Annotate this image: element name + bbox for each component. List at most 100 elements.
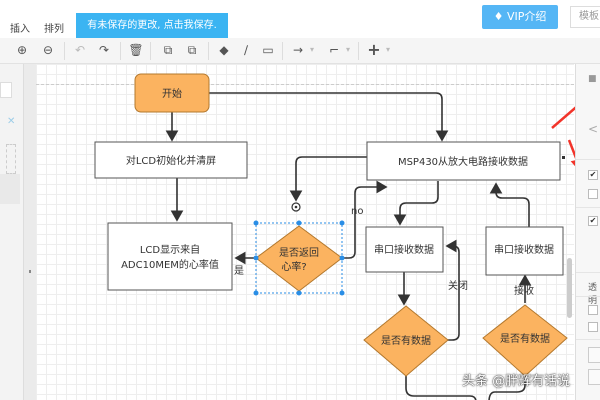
- to-back-icon[interactable]: ⧉: [187, 43, 197, 57]
- toolbar-divider: [208, 42, 209, 60]
- insert-icon[interactable]: +: [367, 40, 381, 59]
- line-color-icon[interactable]: ∕: [243, 43, 249, 57]
- shadow-icon[interactable]: ▭: [262, 43, 274, 57]
- chevron-down-icon[interactable]: ▾: [345, 45, 350, 54]
- edge-bottom-left: [405, 376, 477, 400]
- resize-handle: [339, 290, 345, 296]
- canvas-scrollbar[interactable]: [567, 258, 572, 318]
- has-data-left-label: 是否有数据: [381, 334, 431, 347]
- has-data-right-node[interactable]: [482, 304, 568, 377]
- init-lcd-node[interactable]: [94, 141, 248, 179]
- opacity-label: 透明: [588, 283, 598, 306]
- decision-return-label-line2: 心率?: [281, 260, 306, 273]
- unsaved-changes-banner[interactable]: 有未保存的更改, 点击我保存.: [76, 13, 228, 39]
- checkbox-5[interactable]: [588, 322, 598, 332]
- edge-label-receive: 接收: [514, 284, 534, 297]
- panel-divider: [576, 159, 600, 160]
- shape-placeholder[interactable]: [6, 144, 16, 174]
- edge-label-yes: 是: [234, 265, 244, 277]
- to-front-icon[interactable]: ⧉: [163, 43, 173, 57]
- lcd-display-label-line1: LCD显示来自: [140, 243, 200, 256]
- diamond-icon: ♦: [493, 10, 507, 23]
- panel-section: [0, 174, 20, 204]
- fill-color-icon[interactable]: ◆: [219, 43, 229, 57]
- decision-return-label-line1: 是否返回: [279, 247, 319, 259]
- menu-arrange[interactable]: 排列: [44, 24, 64, 35]
- chevron-down-icon[interactable]: ▾: [385, 45, 390, 54]
- panel-divider: [576, 272, 600, 273]
- zoom-out-icon[interactable]: ⊖: [42, 43, 54, 57]
- init-lcd-label: 对LCD初始化并清屏: [126, 154, 216, 167]
- toolbar-divider: [282, 42, 283, 60]
- checkbox-4[interactable]: [588, 305, 598, 315]
- panel-tab-label[interactable]: ■: [588, 74, 597, 84]
- shapes-panel: ✕: [0, 64, 24, 400]
- panel-divider: [576, 296, 600, 297]
- toolbar-divider: [358, 42, 359, 60]
- toolbar-divider: [120, 42, 121, 60]
- has-data-left-node[interactable]: [363, 305, 449, 377]
- edge-hasdata-uart-left: [445, 239, 460, 341]
- toolbar-divider: [64, 42, 65, 60]
- back-icon[interactable]: <: [588, 122, 599, 136]
- toolbar: ⊕ ⊖ ↶ ↷ 🗑 ⧉ ⧉ ◆ ∕ ▭ → ▾ ⌐ ▾ + ▾: [0, 38, 600, 64]
- menu-insert[interactable]: 插入: [10, 24, 30, 35]
- panel-button[interactable]: [588, 347, 600, 363]
- resize-handle: [296, 220, 302, 226]
- start-node-label: 开始: [162, 87, 182, 100]
- edge-start-msp430: [209, 92, 449, 142]
- edge-bottom-right: [488, 376, 526, 400]
- resize-handle: [253, 290, 259, 296]
- edge-msp430-decision: [289, 156, 367, 202]
- toolbar-divider: [150, 42, 151, 60]
- has-data-right-label: 是否有数据: [500, 332, 550, 345]
- uart-rx-right-node[interactable]: [485, 226, 564, 276]
- edge-decision-msp430: [342, 180, 388, 259]
- start-node[interactable]: [134, 73, 210, 113]
- rotate-handle-icon[interactable]: [291, 202, 301, 212]
- checkbox-3[interactable]: ✔: [588, 216, 598, 226]
- panel-divider: [576, 339, 600, 340]
- zoom-in-icon[interactable]: ⊕: [16, 43, 28, 57]
- undo-icon[interactable]: ↶: [74, 43, 86, 57]
- resize-handle: [296, 290, 302, 296]
- edge-label-close: 关闭: [448, 279, 468, 292]
- waypoints-icon[interactable]: ⌐: [328, 43, 340, 57]
- format-panel: ■ < ✔ ✔ 透明: [575, 64, 600, 400]
- template-button[interactable]: 模板: [570, 6, 600, 28]
- resize-handle: [253, 220, 259, 226]
- menubar: 插入 排列 有未保存的更改, 点击我保存. ♦ VIP介绍 模板: [0, 0, 600, 40]
- edge-msp430-uart-left: [393, 181, 439, 226]
- redo-icon[interactable]: ↷: [98, 43, 110, 57]
- panel-tab[interactable]: [0, 82, 12, 98]
- resize-handle: [339, 255, 345, 261]
- panel-splitter[interactable]: [24, 64, 36, 400]
- msp430-label: MSP430从放大电路接收数据: [398, 155, 528, 168]
- lcd-display-node[interactable]: [107, 222, 233, 291]
- vip-button[interactable]: ♦ VIP介绍: [482, 5, 558, 29]
- edge-uart-right-msp430: [489, 182, 530, 228]
- splitter-handle[interactable]: [29, 270, 31, 273]
- checkbox-2[interactable]: [588, 189, 598, 199]
- lcd-display-label-line2: ADC10MEM的心率值: [121, 258, 219, 271]
- resize-handle: [339, 220, 345, 226]
- connection-point: [562, 156, 565, 159]
- resize-handle: [253, 255, 259, 261]
- uart-rx-left-node[interactable]: [365, 226, 444, 273]
- vip-label: VIP介绍: [506, 10, 547, 23]
- checkbox-1[interactable]: ✔: [588, 170, 598, 180]
- panel-button[interactable]: [588, 369, 600, 385]
- msp430-node[interactable]: [366, 141, 561, 181]
- watermark: 头条 @胖辉有话说: [462, 374, 571, 389]
- panel-divider: [576, 207, 600, 208]
- close-icon[interactable]: ✕: [7, 116, 16, 127]
- chevron-down-icon[interactable]: ▾: [309, 45, 314, 54]
- selection-box[interactable]: [253, 220, 345, 296]
- uart-rx-right-label: 串口接收数据: [494, 243, 554, 256]
- delete-icon[interactable]: 🗑: [128, 43, 144, 57]
- connection-icon[interactable]: →: [292, 43, 304, 57]
- uart-rx-left-label: 串口接收数据: [374, 243, 434, 256]
- edge-label-no: no: [351, 206, 363, 217]
- page-break-line: [36, 84, 574, 85]
